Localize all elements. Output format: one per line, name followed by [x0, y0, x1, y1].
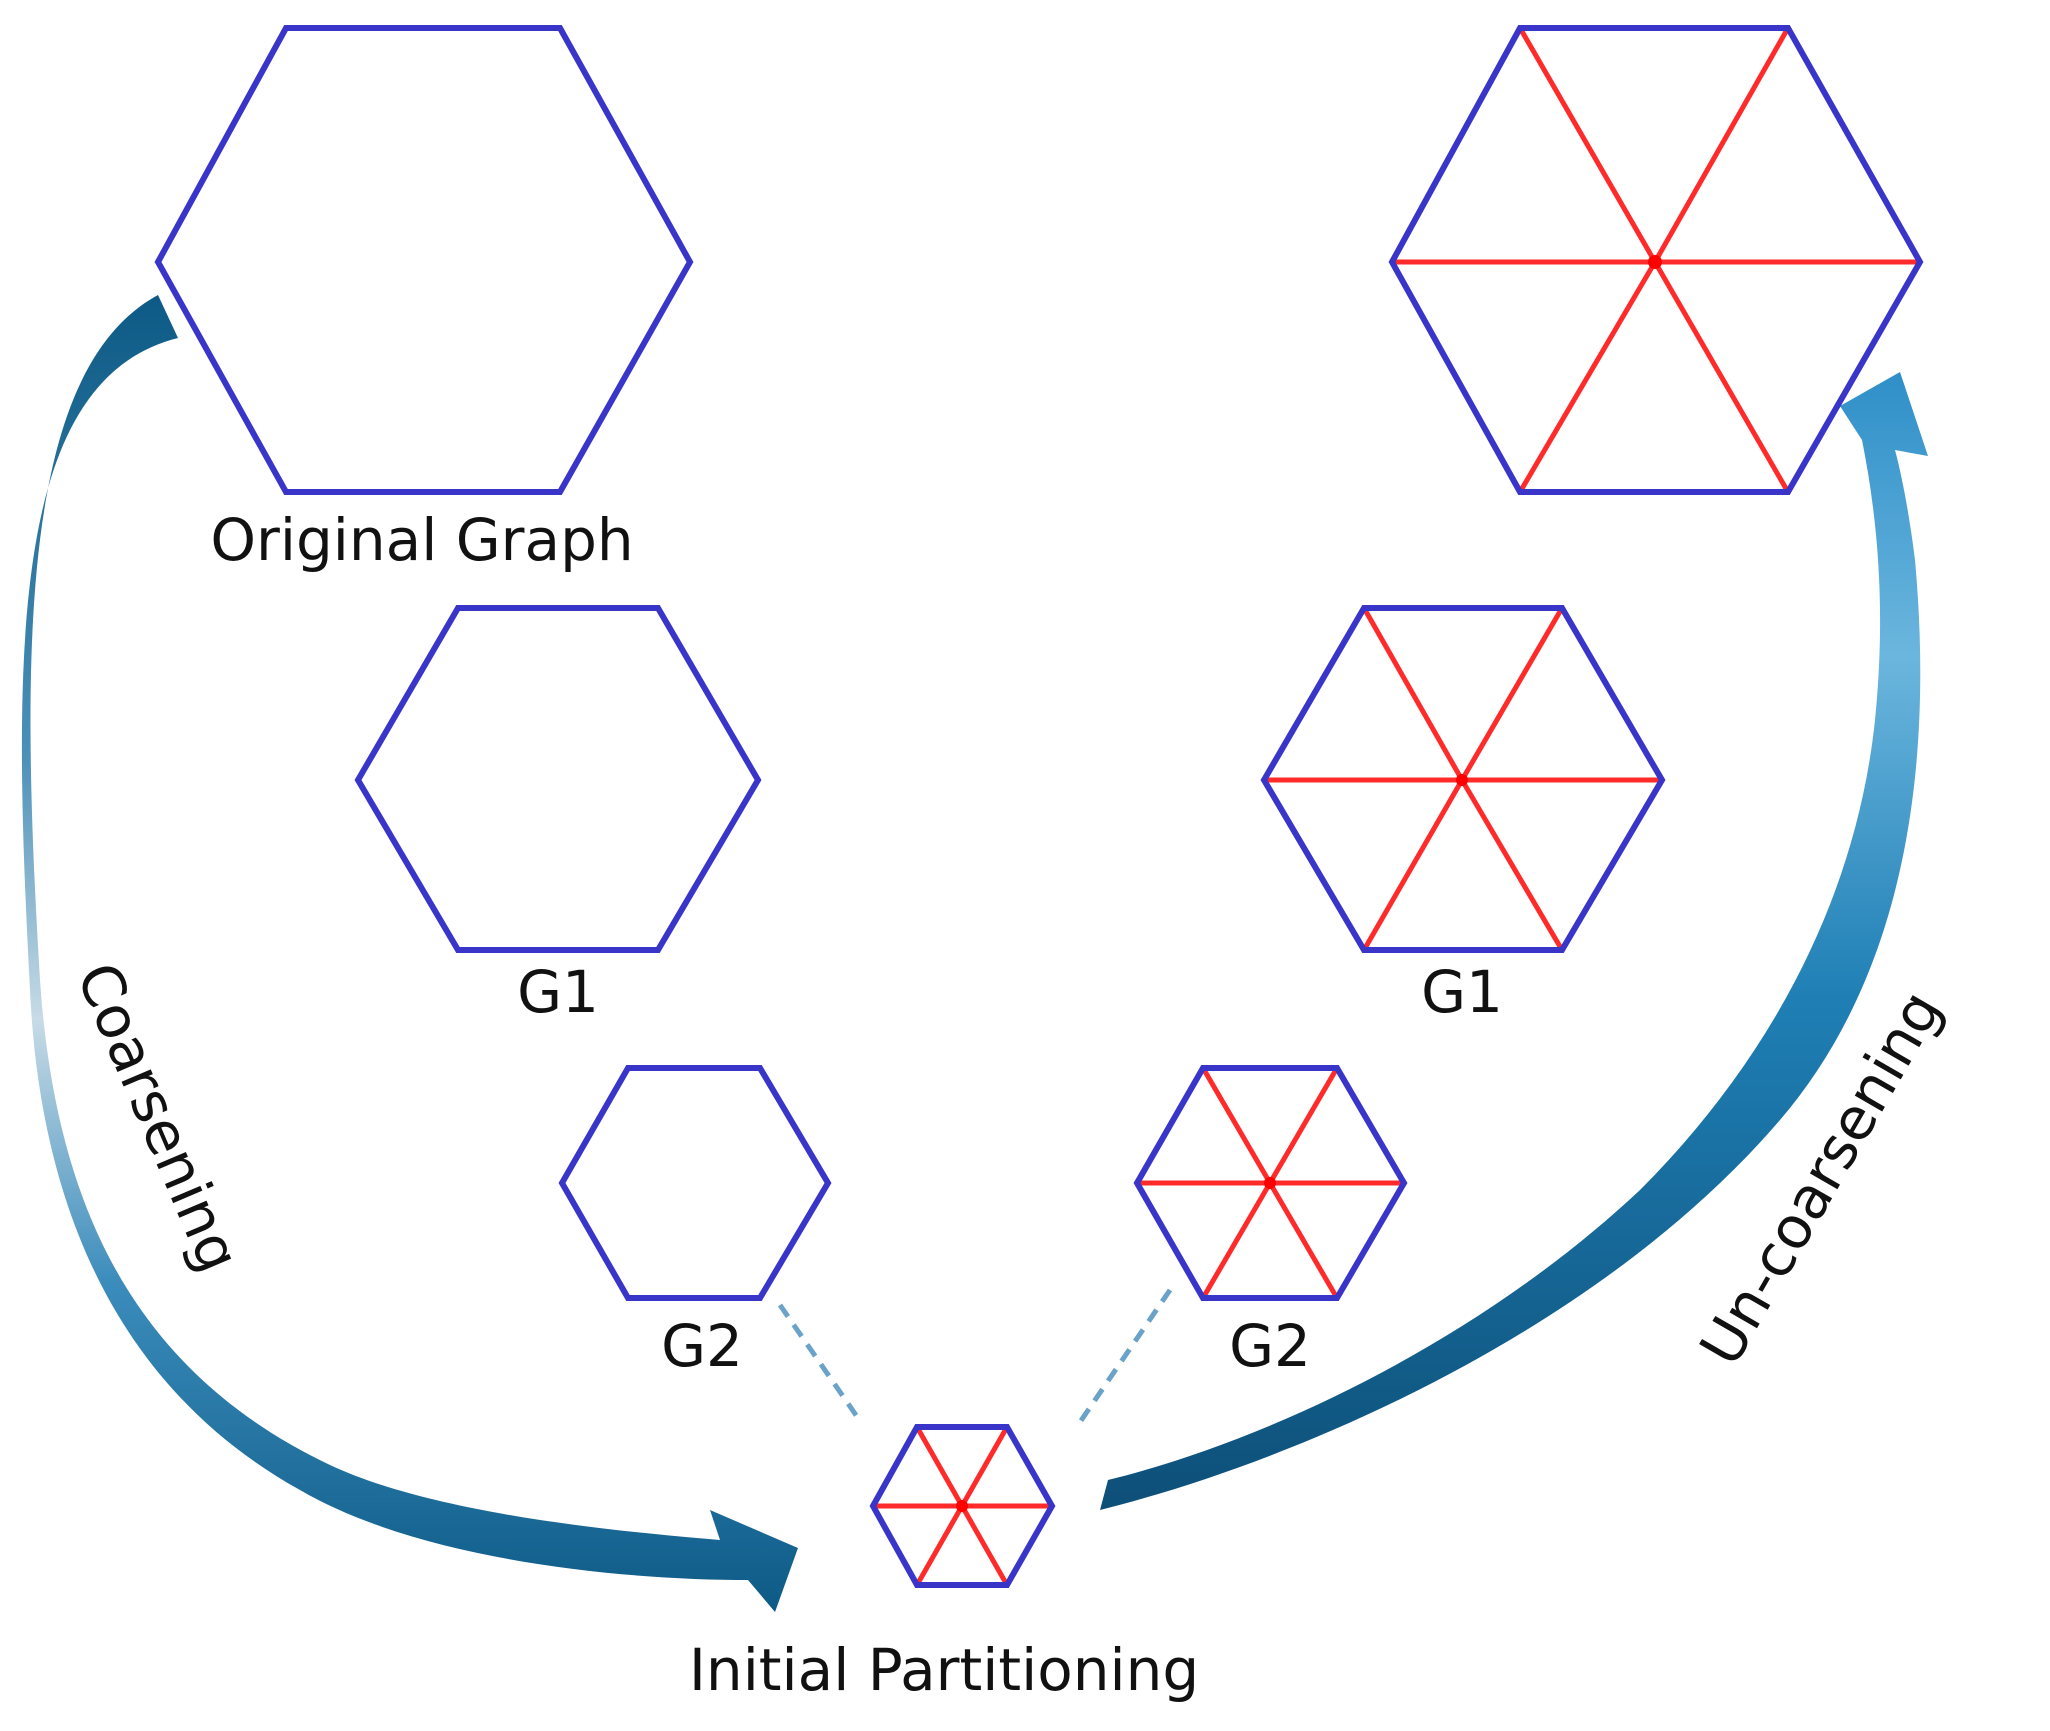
coarse-g2-hexagon [558, 1065, 832, 1301]
original-graph-hexagon [154, 25, 694, 495]
coarse-g1-hexagon [354, 605, 762, 953]
refined-g1-label: G1 [1421, 958, 1503, 1026]
original-graph-label: Original Graph [210, 506, 633, 574]
dashed-connector-left [777, 1303, 861, 1420]
initial-partitioning-label: Initial Partitioning [689, 1636, 1199, 1704]
refined-g2-label: G2 [1229, 1312, 1311, 1380]
un-coarsening-arrow [1100, 372, 1928, 1510]
coarse-g2-label: G2 [661, 1312, 743, 1380]
coarse-g1-label: G1 [517, 958, 599, 1026]
initial-partition-hexagon [869, 1424, 1056, 1588]
refined-original-hexagon [1388, 25, 1924, 495]
refined-g1-hexagon [1260, 605, 1666, 953]
dashed-connector-right [1075, 1288, 1173, 1427]
refined-g2-hexagon [1133, 1065, 1408, 1301]
